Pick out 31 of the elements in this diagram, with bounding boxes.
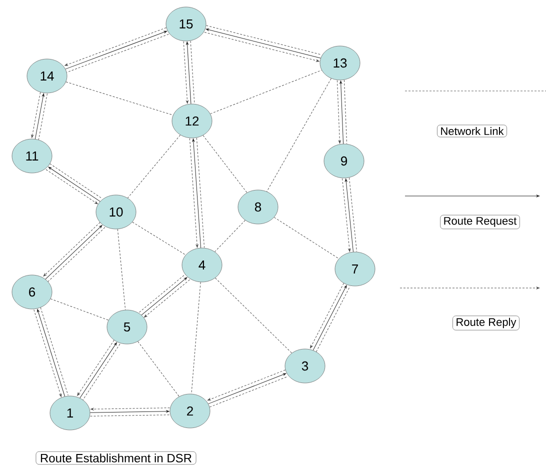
network-node: 4 <box>182 248 222 282</box>
network-node: 11 <box>12 138 52 174</box>
arrow <box>90 410 170 413</box>
network-node: 6 <box>12 274 52 310</box>
arrow <box>186 42 192 104</box>
arrow <box>189 138 198 248</box>
arrow <box>183 41 188 104</box>
network-node: 9 <box>324 144 364 178</box>
network-node: 8 <box>238 190 278 224</box>
arrow <box>336 80 341 144</box>
network-node: 10 <box>96 194 136 230</box>
arrow <box>192 138 202 248</box>
network-node: 1 <box>50 396 90 430</box>
network-node: 7 <box>334 252 376 286</box>
network-node: 15 <box>166 6 206 42</box>
arrow <box>31 92 41 138</box>
arrow <box>90 408 170 410</box>
caption: Route Establishment in DSR <box>36 451 196 465</box>
legend-label: Network Link <box>437 124 507 138</box>
arrow <box>340 80 344 144</box>
network-node: 14 <box>26 58 68 94</box>
arrow <box>344 178 354 252</box>
network-node: 13 <box>320 46 360 80</box>
network-node: 3 <box>284 348 326 384</box>
legend-label: Route Request <box>440 214 520 230</box>
legend-label: Route Reply <box>452 316 520 330</box>
arrow <box>342 178 351 252</box>
network-node: 12 <box>172 104 212 138</box>
arrow <box>34 93 44 140</box>
network-node: 5 <box>106 310 148 344</box>
network-node: 2 <box>170 394 210 428</box>
